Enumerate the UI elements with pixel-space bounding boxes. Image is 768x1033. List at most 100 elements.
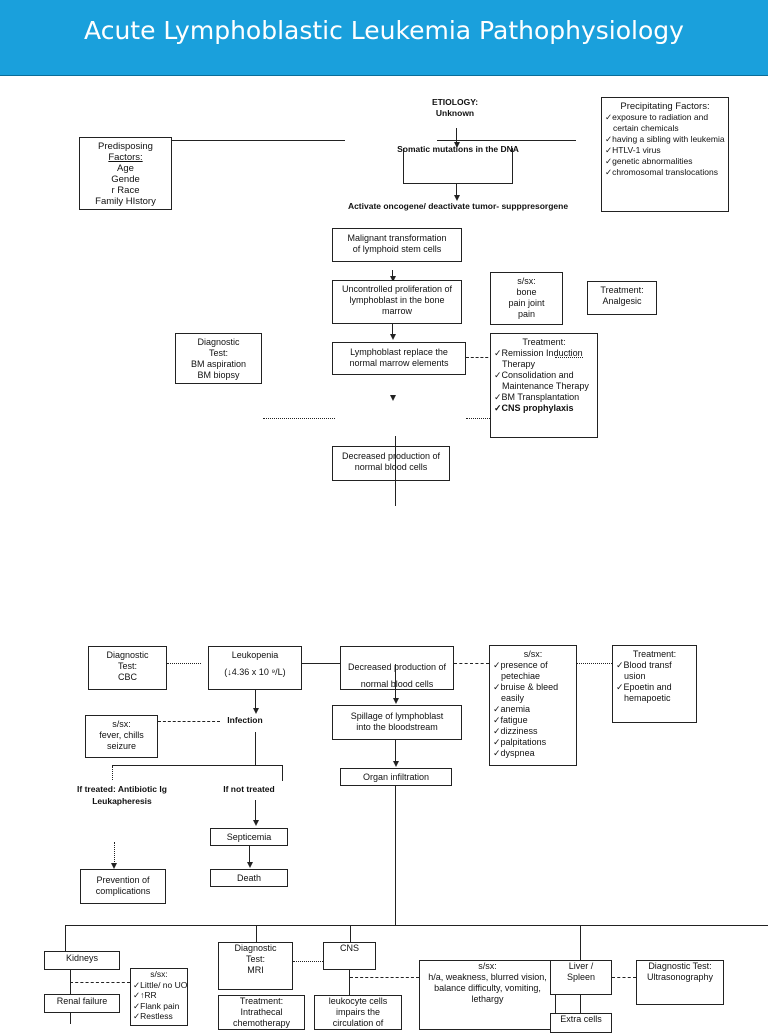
connector: [466, 418, 490, 419]
connector: [255, 765, 283, 767]
connector: [456, 128, 458, 142]
item: dyspnea: [493, 748, 576, 759]
item: fever, chills: [99, 730, 144, 740]
decreased-box: Decreased production of normal blood cel…: [332, 446, 450, 481]
connector: [612, 977, 636, 978]
connector: [395, 740, 397, 762]
precipitating-box: Precipitating Factors: exposure to radia…: [601, 97, 729, 212]
organ-box: Organ infiltration: [340, 768, 452, 786]
treatment-intrathecal-box: Treatment: Intrathecal chemotherapy: [218, 995, 305, 1030]
connector: [167, 663, 201, 664]
connector: [580, 995, 582, 1013]
spillage-box: Spillage of lymphoblast into the bloodst…: [332, 705, 462, 740]
leukopenia-box: Leukopenia (↓4.36 x 10 ⁹/L): [208, 646, 302, 690]
arrow-icon: [111, 863, 117, 869]
if-treated-label: If treated: Antibiotic Ig: [77, 784, 167, 794]
somatic-box: [403, 148, 513, 184]
connector: [112, 765, 256, 767]
leukapheresis-label: Leukapheresis: [92, 796, 152, 806]
treatment-box: Treatment: Remission Induction Therapy C…: [490, 333, 598, 438]
connector: [466, 357, 493, 358]
item: r Race: [111, 185, 140, 196]
connector: [350, 925, 352, 942]
connector: [249, 846, 251, 863]
page-title: Acute Lymphoblastic Leukemia Pathophysio…: [84, 16, 684, 45]
item: bruise & bleed easily: [493, 682, 576, 704]
box-title: Diagnostic Test:: [648, 961, 712, 971]
item: Little/ no UO: [133, 980, 187, 991]
arrow-icon: [390, 276, 396, 282]
box-title: s/sx:: [150, 969, 168, 979]
ssx-bone-box: s/sx: bone pain joint pain: [490, 272, 563, 325]
diagnostic-mri-box: Diagnostic Test: MRI: [218, 942, 293, 990]
item: presence of petechiae: [493, 660, 576, 682]
connector: [282, 765, 284, 781]
malignant-box: Malignant transformation of lymphoid ste…: [332, 228, 462, 262]
connector: [158, 721, 220, 722]
title-bar: Acute Lymphoblastic Leukemia Pathophysio…: [0, 0, 768, 76]
kidneys-box: Kidneys: [44, 951, 120, 970]
item: fatigue: [493, 715, 576, 726]
connector: [70, 982, 130, 983]
item: BM aspiration: [190, 359, 247, 369]
connector: [256, 925, 258, 942]
item: palpitations: [493, 737, 576, 748]
connector: [255, 732, 257, 765]
box-title: s/sx:: [517, 276, 536, 286]
cns-box: CNS: [323, 942, 376, 970]
item: Age: [117, 163, 134, 174]
arrow-icon: [390, 334, 396, 340]
item: BM Transplantation: [494, 392, 597, 403]
connector: [70, 1013, 72, 1024]
connector: [395, 786, 397, 925]
leukocyte-box: leukocyte cells impairs the circulation …: [314, 995, 402, 1030]
item: MRI: [247, 965, 264, 975]
if-not-treated-label: If not treated: [223, 784, 275, 794]
extra-cells-box: Extra cells: [550, 1013, 612, 1033]
connector: [302, 663, 340, 665]
diagnostic-us-box: Diagnostic Test: Ultrasonography: [636, 960, 724, 1005]
item: Gende: [111, 174, 140, 185]
septicemia-box: Septicemia: [210, 828, 288, 846]
connector: [392, 270, 394, 278]
box-title: s/sx:: [478, 961, 497, 971]
liver-spleen-box: Liver / Spleen: [550, 960, 612, 995]
item: Intrathecal chemotherapy: [232, 1007, 291, 1028]
replace-box: Lymphoblast replace the normal marrow el…: [332, 342, 466, 375]
connector: [392, 324, 394, 334]
predisposing-box: Predisposing Factors: Age Gende r Race F…: [79, 137, 172, 210]
arrow-icon: [253, 820, 259, 826]
box-title: Diagnostic Test:: [197, 337, 240, 358]
item: seizure: [106, 741, 136, 751]
infection-label: Infection: [227, 715, 263, 725]
connector: [255, 690, 257, 710]
diagnostic-bm-box: Diagnostic Test: BM aspiration BM biopsy: [175, 333, 262, 384]
arrow-icon: [247, 862, 253, 868]
item: Epoetin and hemapoetic: [616, 682, 673, 704]
connector: [350, 977, 419, 978]
item: chromosomal translocations: [605, 167, 728, 178]
arrow-icon: [454, 142, 460, 148]
item: Blood transfusion: [616, 660, 673, 682]
box-title: Diagnostic Test:: [234, 943, 277, 964]
connector: [112, 766, 113, 780]
item: genetic abnormalities: [605, 156, 728, 167]
renal-failure-box: Renal failure: [44, 994, 120, 1013]
arrow-icon: [454, 195, 460, 201]
box-title: Treatment:: [632, 649, 677, 659]
connector: [114, 842, 115, 864]
treatment-blood-box: Treatment: Blood transfusion Epoetin and…: [612, 645, 697, 723]
box-subtitle: Factors:: [108, 152, 143, 163]
item: Consolidation and Maintenance Therapy: [494, 370, 597, 392]
box-title: Treatment:: [600, 285, 644, 295]
uncontrolled-box: Uncontrolled proliferation of lymphoblas…: [332, 280, 462, 324]
ssx-fever-box: s/sx: fever, chills seizure: [85, 715, 158, 758]
arrow-icon: [393, 698, 399, 704]
item: Family HIstory: [95, 196, 156, 207]
connector: [122, 140, 345, 142]
item: h/a, weakness, blurred vision, balance d…: [428, 972, 547, 1004]
somatic-text: Somatic mutations in the DNA: [397, 144, 519, 154]
box-title: Treatment:: [522, 337, 566, 347]
item: anemia: [493, 704, 576, 715]
arrow-icon: [253, 708, 259, 714]
